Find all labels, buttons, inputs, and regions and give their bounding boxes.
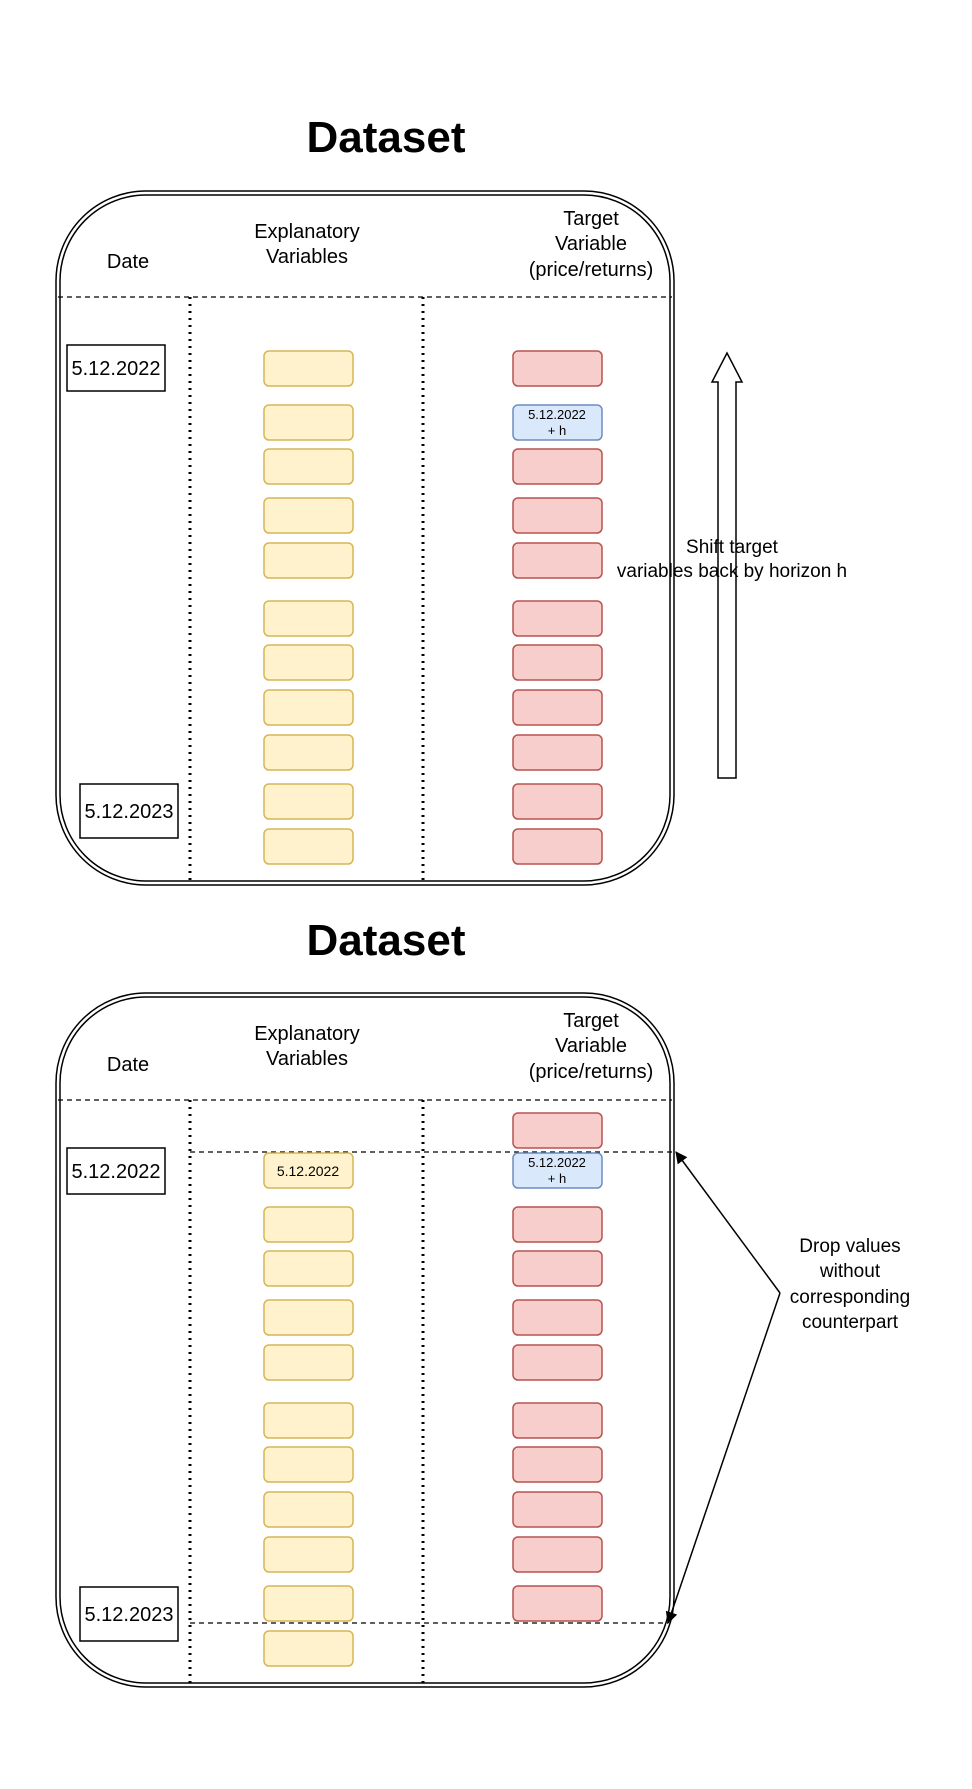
panel-1-end-date: 5.12.2023 [85, 801, 174, 823]
panel-2-highlight-line2: + h [548, 1171, 566, 1186]
target-cell [512, 1402, 603, 1439]
explanatory-cell [263, 350, 354, 387]
explanatory-cell [263, 1344, 354, 1381]
panel-1-explanatory-cells [263, 350, 354, 865]
target-cell [512, 1206, 603, 1243]
drop-arrow-top-icon [675, 1151, 781, 1294]
target-cell-highlight [512, 1152, 603, 1189]
explanatory-cell [263, 404, 354, 441]
drop-note-line1: Drop values [799, 1236, 900, 1257]
target-cell-highlight [512, 404, 603, 441]
explanatory-cell [263, 734, 354, 771]
panel-1-end-date-box [79, 783, 179, 839]
target-cell [512, 689, 603, 726]
panel-1-highlight-line1: 5.12.2022 [528, 407, 586, 422]
panel-1: Dataset Date Explanatory Variables Targe… [55, 113, 847, 886]
explanatory-cell [263, 644, 354, 681]
panel-1-highlight-line2: + h [548, 423, 566, 438]
shift-note-line2: variables back by horizon h [617, 561, 847, 582]
shift-note-line1: Shift target [686, 537, 779, 558]
panel-1-start-date: 5.12.2022 [72, 358, 161, 380]
explanatory-cell [263, 1250, 354, 1287]
panel-1-explanatory-header-line2: Variables [266, 246, 348, 268]
target-cell [512, 448, 603, 485]
explanatory-cell [263, 783, 354, 820]
target-cell [512, 828, 603, 865]
explanatory-cell [263, 497, 354, 534]
target-cell [512, 1344, 603, 1381]
panel-2-highlight-line1: 5.12.2022 [528, 1155, 586, 1170]
panel-2-explanatory-header-line2: Variables [266, 1048, 348, 1070]
explanatory-cell [263, 689, 354, 726]
panel-2-target-cells: 5.12.2022 + h [512, 1112, 603, 1622]
panel-2-target-header-line1: Target [563, 1010, 619, 1032]
target-cell [512, 644, 603, 681]
explanatory-cell [263, 1206, 354, 1243]
explanatory-cell [263, 828, 354, 865]
panel-1-date-header: Date [107, 251, 149, 273]
panel-2-end-date: 5.12.2023 [85, 1604, 174, 1626]
target-cell [512, 542, 603, 579]
target-cell [512, 1491, 603, 1528]
panel-2-start-date: 5.12.2022 [72, 1161, 161, 1183]
explanatory-cell [263, 1446, 354, 1483]
panel-1-title: Dataset [307, 113, 466, 162]
target-cell [512, 1112, 603, 1149]
panel-2-explanatory-cells: 5.12.2022 [263, 1152, 354, 1667]
target-cell [512, 1299, 603, 1336]
target-cell [512, 497, 603, 534]
target-cell [512, 1446, 603, 1483]
target-cell [512, 1585, 603, 1622]
panel-1-target-header-line1: Target [563, 208, 619, 230]
explanatory-cell [263, 448, 354, 485]
panel-2-end-date-box [79, 1586, 179, 1642]
shift-up-arrow-icon [710, 351, 744, 779]
panel-2-start-date-box [66, 1147, 166, 1195]
panel-2-date-header: Date [107, 1054, 149, 1076]
panel-1-inner-frame [59, 194, 671, 882]
explanatory-cell-labeled [263, 1152, 354, 1189]
explanatory-cell [263, 1402, 354, 1439]
panel-2-explanatory-header-line1: Explanatory [254, 1023, 360, 1045]
target-cell [512, 350, 603, 387]
explanatory-cell [263, 1585, 354, 1622]
explanatory-cell [263, 600, 354, 637]
panel-2-target-header-line3: (price/returns) [529, 1061, 653, 1083]
target-cell [512, 1250, 603, 1287]
explanatory-cell [263, 1630, 354, 1667]
target-cell [512, 1536, 603, 1573]
drop-note-line4: counterpart [802, 1312, 899, 1333]
panel-2-outer-frame [55, 992, 675, 1688]
panel-2-target-header-line2: Variable [555, 1035, 627, 1057]
panel-2: Dataset Date Explanatory Variables Targe… [55, 916, 910, 1688]
panel-2-explanatory-label: 5.12.2022 [277, 1163, 339, 1179]
panel-1-target-header-line3: (price/returns) [529, 259, 653, 281]
panel-1-explanatory-header-line1: Explanatory [254, 221, 360, 243]
panel-2-inner-frame [59, 996, 671, 1684]
panel-1-outer-frame [55, 190, 675, 886]
drop-note-line3: corresponding [790, 1287, 910, 1308]
panel-1-target-header-line2: Variable [555, 233, 627, 255]
explanatory-cell [263, 542, 354, 579]
target-cell [512, 600, 603, 637]
drop-arrow-bottom-icon [665, 1292, 781, 1624]
panel-1-start-date-box [66, 344, 166, 392]
target-cell [512, 734, 603, 771]
explanatory-cell [263, 1299, 354, 1336]
drop-note-line2: without [819, 1261, 881, 1282]
target-cell [512, 783, 603, 820]
panel-2-title: Dataset [307, 916, 466, 965]
explanatory-cell [263, 1491, 354, 1528]
panel-1-target-cells: 5.12.2022 + h [512, 350, 603, 865]
explanatory-cell [263, 1536, 354, 1573]
